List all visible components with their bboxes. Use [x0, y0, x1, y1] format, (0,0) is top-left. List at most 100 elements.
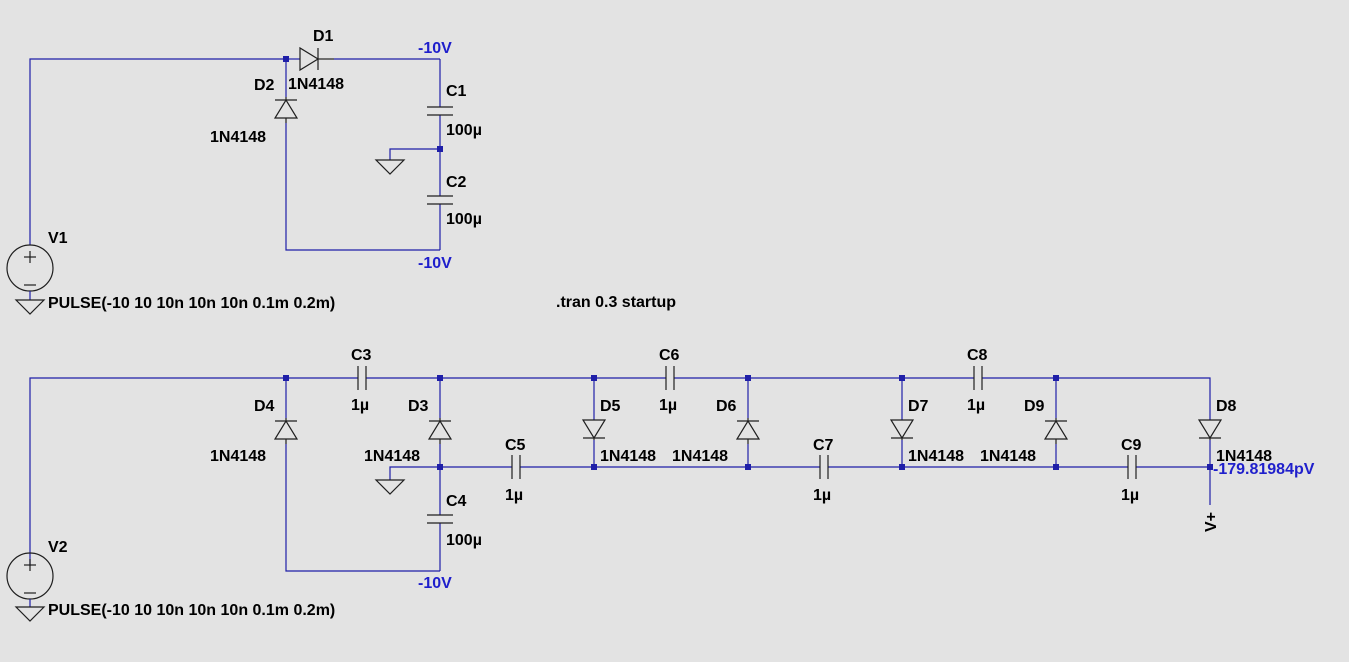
- junction-dot: [899, 375, 905, 381]
- diode-d7-body: [889, 419, 915, 440]
- diode-d5[interactable]: [581, 419, 607, 440]
- voltage-source-v1[interactable]: [6, 244, 54, 315]
- capacitor-c7[interactable]: [819, 455, 829, 479]
- capacitor-c9[interactable]: [1127, 455, 1137, 479]
- c4-name-label: C4: [446, 493, 467, 510]
- junction-dot: [899, 464, 905, 470]
- ground-icon: [374, 479, 406, 495]
- junction-dot: [1053, 464, 1059, 470]
- output-voltage-readout: -179.81984pV: [1213, 461, 1315, 478]
- ground-icon: [374, 159, 406, 175]
- d2-value-label: 1N4148: [210, 129, 266, 146]
- wire[interactable]: [29, 58, 286, 245]
- capacitor-c2[interactable]: [427, 195, 453, 205]
- c8-value-label: 1µ: [967, 397, 985, 414]
- v2-name-label: V2: [48, 539, 68, 556]
- diode-d8[interactable]: [1197, 419, 1223, 440]
- d7-value-label: 1N4148: [908, 448, 964, 465]
- d3-name-label: D3: [408, 398, 429, 415]
- v1-value-label: PULSE(-10 10 10n 10n 10n 0.1m 0.2m): [48, 295, 335, 312]
- d1-value-label: 1N4148: [288, 76, 344, 93]
- output-net-label: V+: [1203, 512, 1220, 532]
- c7-value-label: 1µ: [813, 487, 831, 504]
- c4-value-label: 100µ: [446, 532, 482, 549]
- diode-d1[interactable]: [299, 46, 334, 72]
- c7-name-label: C7: [813, 437, 834, 454]
- diode-d5-body: [581, 419, 607, 440]
- junction-dot: [283, 56, 289, 62]
- c2-value-label: 100µ: [446, 211, 482, 228]
- v1-name-label: V1: [48, 230, 68, 247]
- d5-name-label: D5: [600, 398, 621, 415]
- simulation-directive[interactable]: .tran 0.3 startup: [556, 294, 676, 311]
- d8-value-label: 1N4148: [1216, 448, 1272, 465]
- diode-d6-body: [735, 419, 761, 440]
- diode-d6[interactable]: [735, 418, 761, 444]
- c9-value-label: 1µ: [1121, 487, 1139, 504]
- wire[interactable]: [285, 123, 440, 251]
- c8-name-label: C8: [967, 347, 988, 364]
- diode-d2[interactable]: [273, 97, 299, 123]
- capacitor-c8[interactable]: [973, 366, 983, 390]
- net-label-top: -10V: [418, 40, 452, 57]
- d5-value-label: 1N4148: [600, 448, 656, 465]
- diode-d9[interactable]: [1043, 418, 1069, 444]
- diode-d9-body: [1043, 419, 1069, 440]
- junction-dot: [437, 464, 443, 470]
- d4-name-label: D4: [254, 398, 275, 415]
- junction-dot: [1053, 375, 1059, 381]
- c1-name-label: C1: [446, 83, 467, 100]
- c3-name-label: C3: [351, 347, 372, 364]
- wire[interactable]: [982, 377, 1211, 420]
- d6-value-label: 1N4148: [672, 448, 728, 465]
- wire[interactable]: [389, 466, 440, 480]
- junction-dot: [745, 464, 751, 470]
- junction-dot: [437, 146, 443, 152]
- c6-value-label: 1µ: [659, 397, 677, 414]
- diode-d2-body: [273, 98, 299, 119]
- c2-name-label: C2: [446, 174, 467, 191]
- junction-dot: [591, 375, 597, 381]
- junction-dot: [283, 375, 289, 381]
- capacitor-c1[interactable]: [427, 106, 453, 116]
- d4-value-label: 1N4148: [210, 448, 266, 465]
- bottom-circuit: C3 1µ C6 1µ C8 1µ C5 1µ C7 1µ C9 1µ C4 1…: [6, 347, 1315, 622]
- wire[interactable]: [285, 444, 440, 572]
- capacitor-c5[interactable]: [511, 455, 521, 479]
- capacitor-c6[interactable]: [665, 366, 675, 390]
- c1-value-label: 100µ: [446, 122, 482, 139]
- junction-dot: [437, 375, 443, 381]
- capacitor-c4[interactable]: [427, 514, 453, 524]
- diode-d3-body: [427, 419, 453, 440]
- diode-d8-body: [1197, 419, 1223, 440]
- ground-icon: [14, 606, 46, 622]
- c3-value-label: 1µ: [351, 397, 369, 414]
- d8-name-label: D8: [1216, 398, 1237, 415]
- d3-value-label: 1N4148: [364, 448, 420, 465]
- v2-value-label: PULSE(-10 10 10n 10n 10n 0.1m 0.2m): [48, 602, 335, 619]
- voltage-source-v2[interactable]: [6, 552, 54, 622]
- c5-name-label: C5: [505, 437, 526, 454]
- diode-d4-body: [273, 419, 299, 440]
- wire[interactable]: [389, 148, 440, 160]
- d6-name-label: D6: [716, 398, 737, 415]
- ground-icon: [14, 299, 46, 315]
- diode-d3[interactable]: [427, 418, 453, 444]
- diode-d7[interactable]: [889, 419, 915, 440]
- junction-dot: [591, 464, 597, 470]
- d1-name-label: D1: [313, 28, 334, 45]
- c9-name-label: C9: [1121, 437, 1142, 454]
- c6-name-label: C6: [659, 347, 680, 364]
- c5-value-label: 1µ: [505, 487, 523, 504]
- junction-dot: [745, 375, 751, 381]
- d9-value-label: 1N4148: [980, 448, 1036, 465]
- diode-d4[interactable]: [273, 418, 299, 444]
- net-label-bottom: -10V: [418, 255, 452, 272]
- capacitor-c3[interactable]: [357, 366, 367, 390]
- junction-dot: [1207, 464, 1213, 470]
- d2-name-label: D2: [254, 77, 275, 94]
- wire[interactable]: [29, 377, 358, 566]
- net-label-bottom: -10V: [418, 575, 452, 592]
- d7-name-label: D7: [908, 398, 929, 415]
